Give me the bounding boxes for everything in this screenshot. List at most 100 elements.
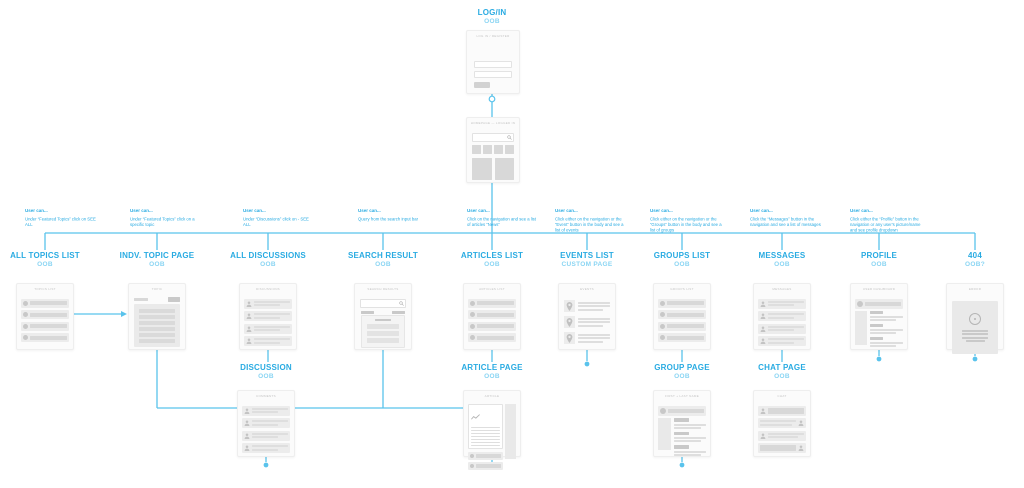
avatar-circle-icon <box>660 300 665 306</box>
text-bar <box>139 315 175 319</box>
list-row <box>658 333 706 342</box>
page-title-label: SEARCH RESULT <box>347 251 418 260</box>
list-row <box>658 310 706 319</box>
page-subtitle-label: OOB <box>484 261 500 269</box>
page-subtitle-label: OOB <box>484 18 500 26</box>
text-bar <box>367 338 399 343</box>
person-icon <box>246 301 252 307</box>
list-row <box>242 418 290 428</box>
page-subtitle-label: CUSTOM PAGE <box>561 261 613 269</box>
avatar-circle-icon <box>857 300 863 307</box>
person-icon <box>244 408 250 414</box>
action-button <box>168 297 180 302</box>
list-row <box>758 336 806 346</box>
text-bar <box>667 301 704 305</box>
annotation-body: Click either the “Profile” button in the… <box>850 216 921 233</box>
comment-row <box>468 451 503 460</box>
person-icon <box>760 408 766 414</box>
page-subtitle-label: OOB <box>774 261 790 269</box>
list-row <box>21 333 69 342</box>
wireframe-card-all-discussions: DISCUSSIONS <box>239 283 297 350</box>
results-block <box>361 315 405 348</box>
annotation-heading: User can... <box>130 208 153 213</box>
page-title-label: 404 <box>968 251 982 260</box>
list-row <box>244 298 292 309</box>
annotation-heading: User can... <box>650 208 673 213</box>
annotation-body: Click either on the navigation or the “G… <box>650 216 722 233</box>
wireframe-heading: USER DASHBOARD <box>862 288 896 291</box>
text-lines <box>254 313 290 319</box>
search-icon <box>399 301 404 306</box>
endpoint-dot <box>263 462 269 468</box>
list-row <box>758 311 806 321</box>
list-row <box>468 310 516 319</box>
content-group <box>870 337 903 347</box>
avatar-circle-icon <box>470 323 475 329</box>
breadcrumb-bar <box>134 298 148 301</box>
wireframe-heading: EVENTS <box>580 288 594 291</box>
annotation-body: Click the “Messages” button in the navig… <box>750 216 821 228</box>
page-title-label: INDV. TOPIC PAGE <box>119 251 195 260</box>
list-row <box>21 298 69 308</box>
wireframe-heading: DISCUSSIONS <box>256 288 280 291</box>
page-subtitle-label: OOB <box>871 261 887 269</box>
chat-row <box>758 430 806 441</box>
annotation-heading: User can... <box>467 208 490 213</box>
page-title-label: LOG/IN <box>477 8 507 17</box>
annotation-heading: User can... <box>555 208 578 213</box>
wireframe-card-login: LOG IN / REGISTER <box>466 30 520 94</box>
input-field <box>474 61 512 68</box>
avatar-circle-icon <box>23 300 28 306</box>
location-pin-icon <box>566 317 573 327</box>
page-title-label: GROUPS LIST <box>653 251 711 260</box>
avatar-circle-icon <box>660 407 666 414</box>
person-icon <box>798 445 804 451</box>
text-lines <box>768 338 804 344</box>
chat-row <box>758 443 806 453</box>
error-box <box>952 301 998 354</box>
wireframe-card-messages: MESSAGES <box>753 283 811 350</box>
page-title-label: ALL DISCUSSIONS <box>230 251 306 260</box>
chat-row <box>758 418 806 428</box>
wireframe-heading: GROUPS LIST <box>670 288 694 291</box>
location-pin-icon <box>566 333 573 343</box>
avatar-circle-icon <box>23 312 28 317</box>
sidebar-block <box>658 418 671 450</box>
wireframe-card-search-result: SEARCH RESULTS <box>354 283 412 350</box>
list-row <box>758 298 806 309</box>
avatar-circle-icon <box>470 312 475 317</box>
content-group <box>674 445 706 456</box>
text-lines <box>768 313 804 319</box>
page-title-label: ARTICLES LIST <box>460 251 524 260</box>
chart-icon <box>471 414 480 420</box>
page-title-label: ARTICLE PAGE <box>461 363 523 372</box>
person-icon <box>760 338 766 344</box>
text-bar <box>367 324 399 329</box>
nav-tile <box>505 145 514 154</box>
event-row <box>564 300 610 312</box>
annotation-body: Click either on the navigation or the “E… <box>555 216 624 233</box>
list-row <box>468 298 516 308</box>
text-bar <box>667 324 704 328</box>
list-row <box>244 336 292 346</box>
person-icon <box>246 338 252 344</box>
page-subtitle-label: OOB <box>149 261 165 269</box>
list-row <box>758 323 806 334</box>
avatar-circle-icon <box>470 335 475 340</box>
wireframe-heading: TOPIC <box>151 288 163 291</box>
wireframe-heading: ERROR <box>968 288 982 291</box>
wireframe-card-homepage: HOMEPAGE — LOGGED IN <box>466 117 520 183</box>
person-icon <box>246 313 252 319</box>
pin-box <box>564 300 575 312</box>
list-row <box>468 321 516 331</box>
person-icon <box>798 420 804 426</box>
text-bar <box>30 335 67 340</box>
pin-box <box>564 332 575 344</box>
